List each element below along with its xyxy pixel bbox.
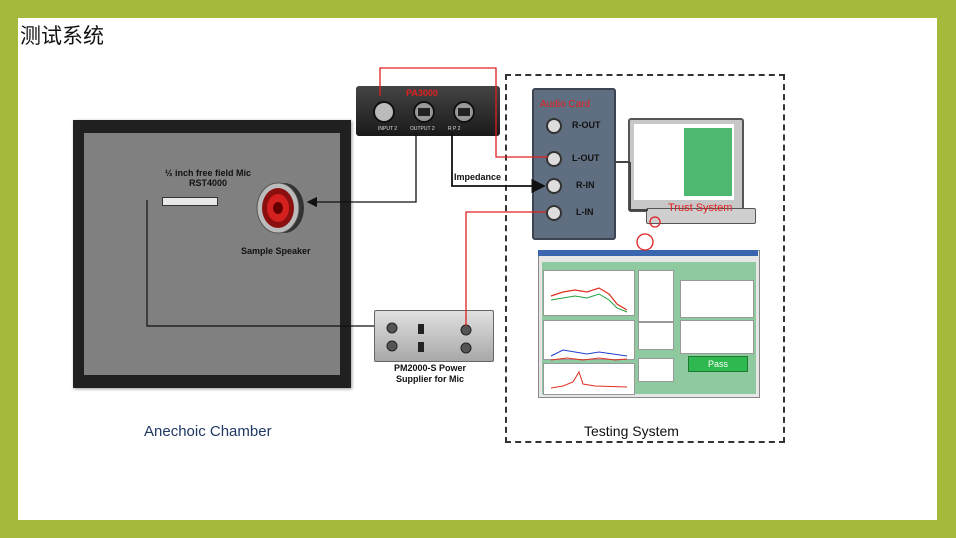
trust-system-label: Trust System — [668, 202, 733, 214]
computer-screen-panel — [684, 128, 732, 196]
plot-legend-1 — [638, 270, 674, 322]
amplifier-connectors-icon — [373, 101, 475, 123]
power-supply-label: PM2000-S Power Supplier for Mic — [394, 363, 466, 385]
microphone — [162, 197, 218, 206]
plot-traces — [550, 287, 628, 389]
mic-label: ½ inch free field Mic RST4000 — [148, 168, 268, 188]
results-table-1 — [680, 280, 754, 318]
amplifier-input-label: INPUT 2 — [378, 126, 398, 132]
testing-system-caption: Testing System — [584, 423, 679, 439]
plot-legend-2 — [638, 322, 674, 350]
power-supply-label-line2: Supplier for Mic — [396, 374, 465, 384]
plot-impedance — [543, 363, 635, 395]
software-titlebar — [538, 250, 758, 256]
speaker-label: Sample Speaker — [241, 246, 311, 256]
port-r-out-label: R-OUT — [572, 120, 601, 130]
amplifier-output-label: OUTPUT 2 — [410, 126, 435, 132]
computer-base — [646, 208, 756, 224]
anechoic-chamber-caption: Anechoic Chamber — [144, 423, 272, 440]
audio-card-title: Audio Card — [540, 99, 591, 110]
r-out-jack-icon — [546, 118, 562, 134]
port-r-in-label: R-IN — [576, 180, 595, 190]
slide-title: 测试系统 — [20, 24, 104, 48]
power-supply-pm2000s — [374, 310, 494, 362]
l-in-jack-icon — [546, 205, 562, 221]
port-l-out-label: L-OUT — [572, 153, 600, 163]
mic-label-line1: ½ inch free field Mic — [164, 168, 252, 178]
plot-legend-3 — [638, 358, 674, 382]
testing-system-boundary — [505, 74, 785, 443]
amplifier-name: PA3000 — [406, 88, 438, 98]
anechoic-chamber-interior — [84, 133, 340, 375]
mic-label-line2: RST4000 — [188, 178, 228, 188]
amplifier-output2-label: R P 2 — [448, 126, 461, 132]
port-l-in-label: L-IN — [576, 207, 594, 217]
results-table-2 — [680, 320, 754, 354]
impedance-label: Impedance — [454, 172, 502, 182]
l-out-jack-icon — [546, 151, 562, 167]
pass-indicator: Pass — [688, 356, 748, 372]
r-in-jack-icon — [546, 178, 562, 194]
power-supply-label-line1: PM2000-S Power — [394, 363, 467, 373]
speaker-icon — [256, 182, 304, 234]
